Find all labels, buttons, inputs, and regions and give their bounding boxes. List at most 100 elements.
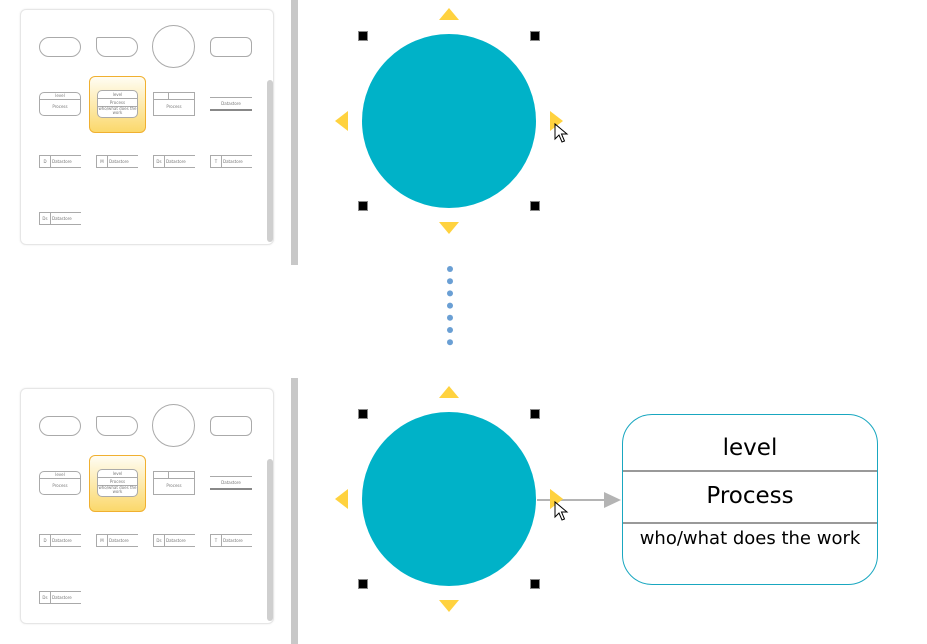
resize-handle[interactable] xyxy=(530,579,540,589)
connect-arrow-up[interactable] xyxy=(439,386,459,398)
palette-item-id: D xyxy=(40,156,51,167)
palette-item-label: Process xyxy=(98,478,137,486)
palette-item-label: level xyxy=(40,93,80,100)
connect-arrow-down[interactable] xyxy=(439,222,459,234)
palette-rounded-rect[interactable] xyxy=(210,416,252,436)
circle-shape[interactable] xyxy=(362,412,536,586)
palette-item-label: who/what does the work xyxy=(98,106,137,115)
palette-rounded-rect[interactable] xyxy=(210,37,252,57)
palette-item-id: D xyxy=(40,535,51,546)
palette-item-id: Ds xyxy=(154,535,165,546)
resize-handle[interactable] xyxy=(358,31,368,41)
ellipsis-dot xyxy=(447,278,453,285)
palette-item-label: Process xyxy=(166,104,182,109)
resize-handle[interactable] xyxy=(358,201,368,211)
resize-handle[interactable] xyxy=(530,201,540,211)
palette-item-label: Process xyxy=(52,483,68,488)
palette-item-header xyxy=(154,93,194,100)
palette-item-label: Datastore xyxy=(223,538,243,543)
palette-item-label: Datastore xyxy=(52,595,72,600)
palette-item-id: M xyxy=(97,535,108,546)
resize-handle[interactable] xyxy=(530,31,540,41)
palette-item-id: Ds xyxy=(40,213,51,224)
divider xyxy=(168,93,169,99)
ellipsis-dot xyxy=(447,339,453,346)
connector-arrowhead xyxy=(604,492,621,508)
palette-item-label: Datastore xyxy=(223,159,243,164)
palette-item-label: level xyxy=(98,470,137,478)
palette-datastore[interactable]: Datastore xyxy=(210,476,252,490)
palette-item-label: Datastore xyxy=(52,216,72,221)
palette-item-label: Process xyxy=(98,99,137,107)
scrollbar[interactable] xyxy=(267,459,273,621)
divider xyxy=(168,472,169,478)
ellipsis-dot xyxy=(447,290,453,297)
process-title: Process xyxy=(623,470,877,524)
palette-item-header xyxy=(154,472,194,479)
connect-arrow-right[interactable] xyxy=(550,489,563,509)
ellipsis-dot xyxy=(447,302,453,309)
palette-item-label: Process xyxy=(52,104,68,109)
connect-arrow-down[interactable] xyxy=(439,600,459,612)
palette-process-table[interactable]: Process xyxy=(153,92,195,116)
palette-item-label: Datastore xyxy=(221,480,241,485)
palette-item-id: Ds xyxy=(154,156,165,167)
splitter[interactable] xyxy=(291,0,298,265)
palette-pill[interactable] xyxy=(39,416,81,436)
connect-arrow-up[interactable] xyxy=(439,8,459,20)
circle-shape[interactable] xyxy=(362,34,536,208)
palette-pill-cut[interactable] xyxy=(96,416,138,436)
mouse-cursor-icon xyxy=(554,122,569,143)
connect-arrow-left[interactable] xyxy=(335,111,348,131)
palette-item-label: Datastore xyxy=(52,159,72,164)
palette-pill[interactable] xyxy=(39,37,81,57)
palette-item-label: Datastore xyxy=(109,538,129,543)
palette-item-label: Datastore xyxy=(109,159,129,164)
palette-circle[interactable] xyxy=(152,25,195,68)
palette-item-label: level xyxy=(98,91,137,99)
palette-item-id: Ds xyxy=(40,592,51,603)
resize-handle[interactable] xyxy=(358,409,368,419)
palette-datastore[interactable]: Datastore xyxy=(210,97,252,111)
palette-circle[interactable] xyxy=(152,404,195,447)
connect-arrow-left[interactable] xyxy=(335,489,348,509)
process-level: level xyxy=(623,415,877,472)
splitter[interactable] xyxy=(291,378,298,644)
process-shape[interactable]: level Process who/what does the work xyxy=(622,414,878,585)
palette-pill-cut[interactable] xyxy=(96,37,138,57)
ellipsis-dot xyxy=(447,314,453,321)
ellipsis-dot xyxy=(447,327,453,333)
palette-item-label: Datastore xyxy=(166,538,186,543)
palette-item-label: Datastore xyxy=(52,538,72,543)
process-description: who/what does the work xyxy=(639,528,861,549)
palette-process-table[interactable]: Process xyxy=(153,471,195,495)
resize-handle[interactable] xyxy=(530,409,540,419)
palette-item-label: who/what does the work xyxy=(98,485,137,494)
palette-item-id: T xyxy=(211,535,222,546)
palette-item-label: Datastore xyxy=(221,101,241,106)
ellipsis-dot xyxy=(447,266,453,272)
connect-arrow-right[interactable] xyxy=(550,111,563,131)
palette-item-label: level xyxy=(40,472,80,479)
mouse-cursor-icon xyxy=(554,500,569,521)
resize-handle[interactable] xyxy=(358,579,368,589)
scrollbar[interactable] xyxy=(267,80,273,242)
palette-item-label: Datastore xyxy=(166,159,186,164)
